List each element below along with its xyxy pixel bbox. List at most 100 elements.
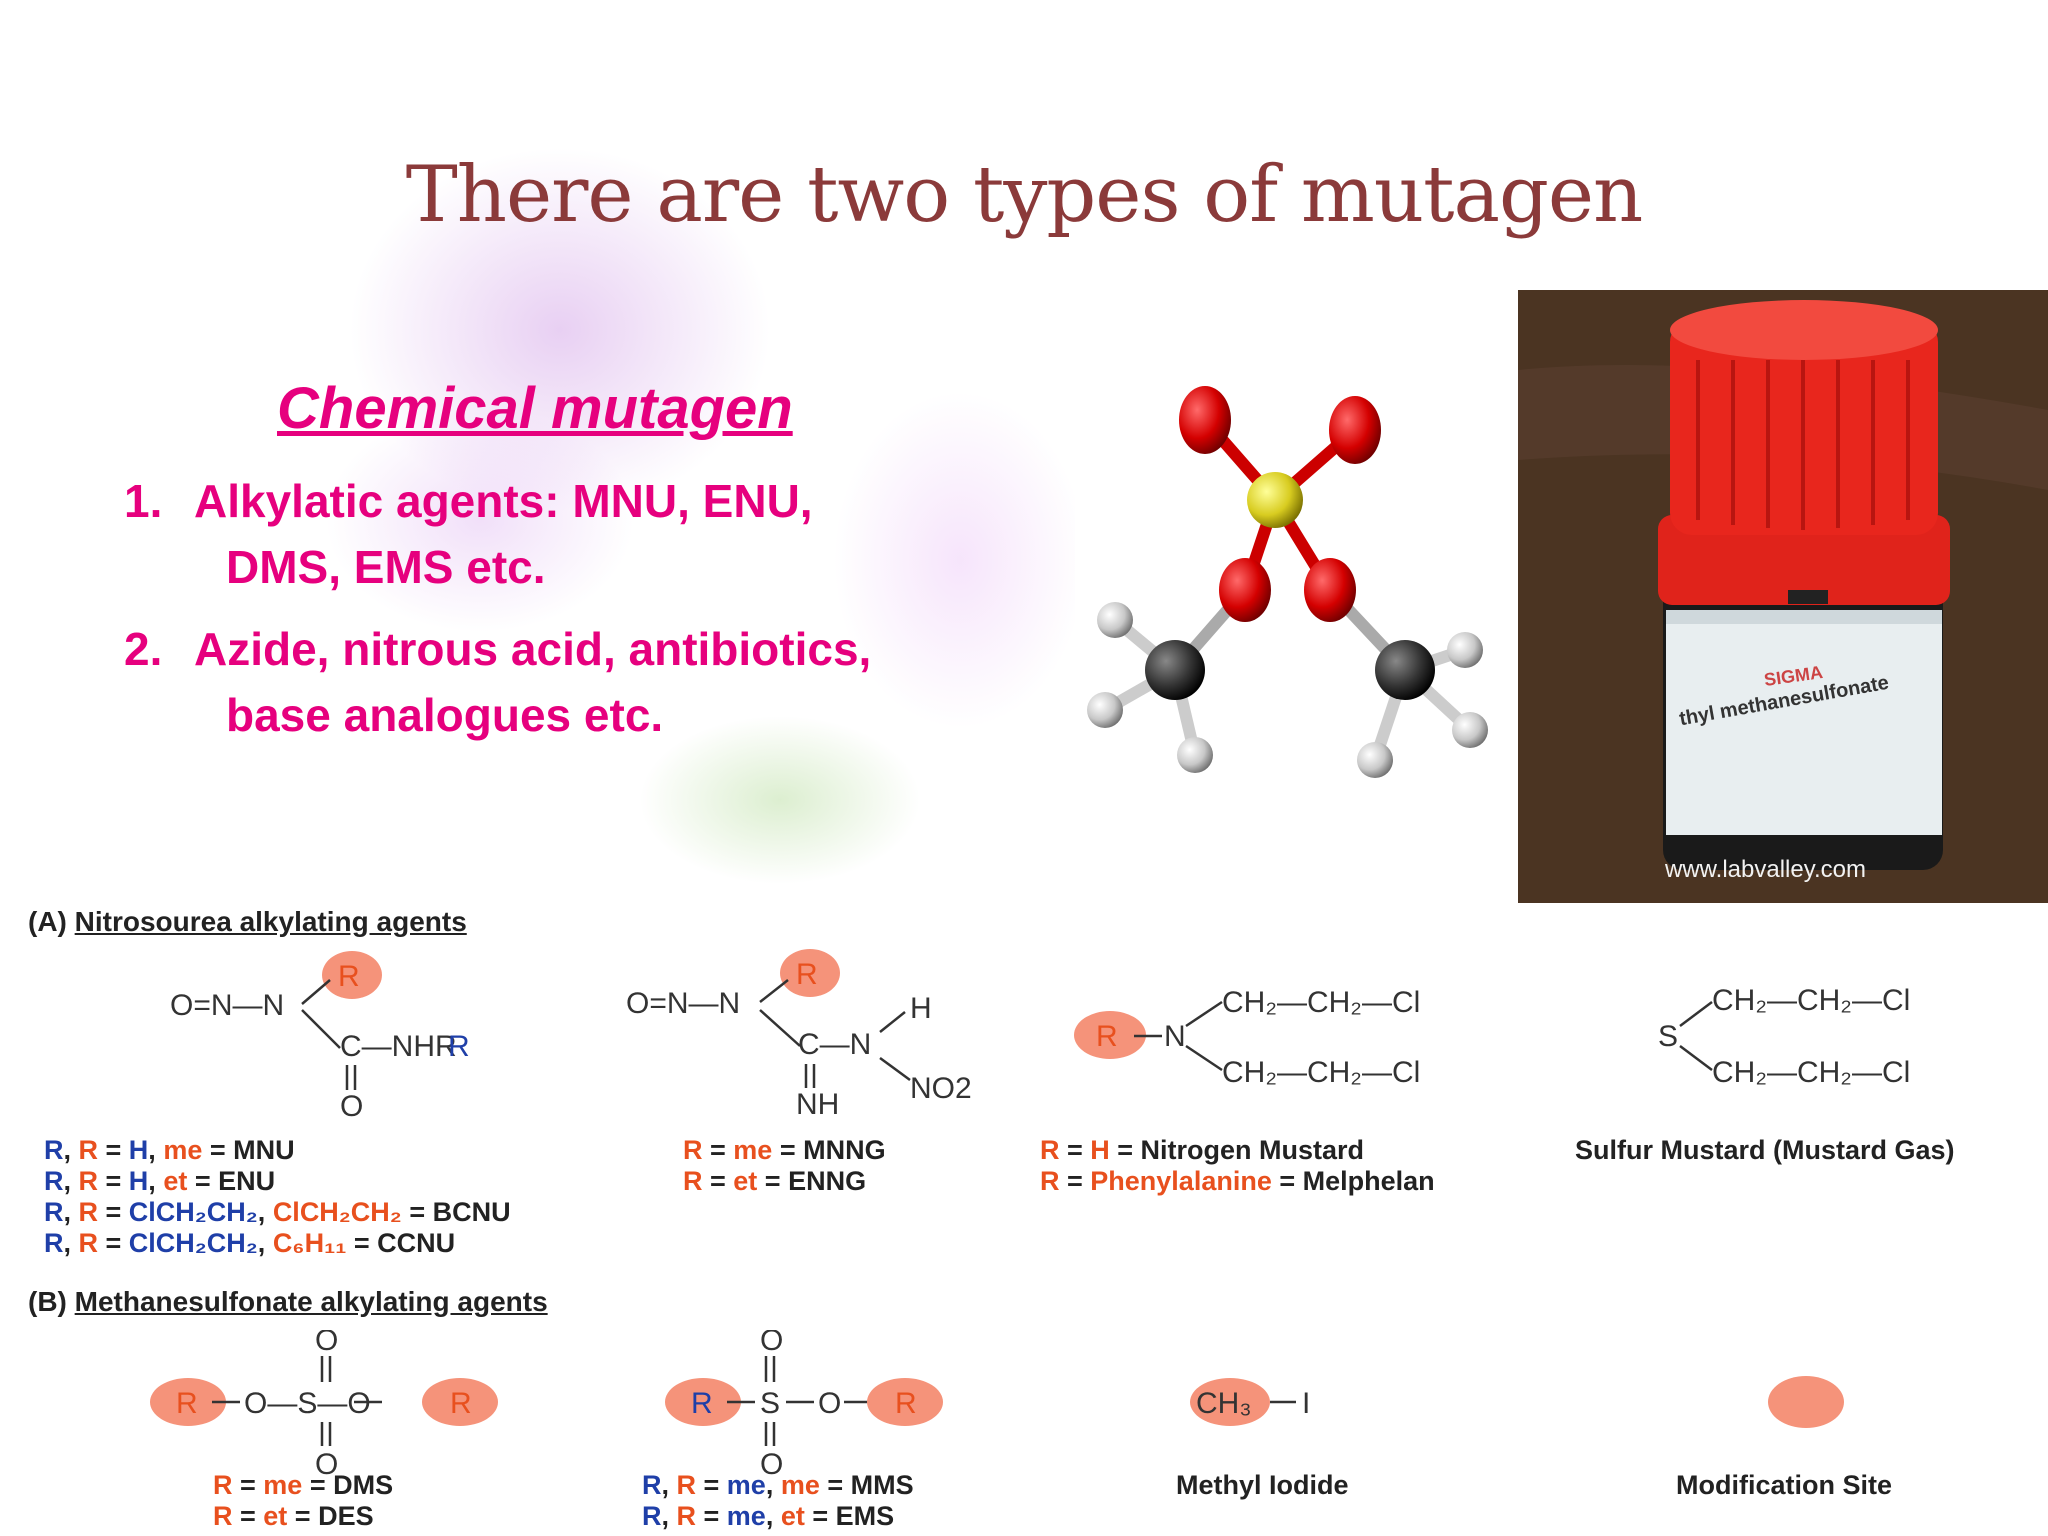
caption-segment: et <box>263 1501 288 1531</box>
caption-segment: R <box>78 1166 99 1196</box>
list-number: 2. <box>124 623 163 675</box>
caption-segment: , <box>661 1470 677 1500</box>
section-a-heading: (A) Nitrosourea alkylating agents <box>28 906 467 938</box>
caption-methyl-iodide: Methyl Iodide <box>1176 1470 1349 1501</box>
modification-site-marker <box>322 951 382 999</box>
caption-line: R = me = DMS <box>213 1470 393 1501</box>
oxygen-label: O <box>760 1448 783 1480</box>
caption-segment: = <box>98 1135 129 1165</box>
caption-segment: Modification Site <box>1676 1470 1892 1500</box>
chloroethyl-chain-label: CH₂—CH₂—Cl <box>1712 984 1910 1017</box>
caption-segment: , <box>765 1501 781 1531</box>
caption-line: R, R = me, et = EMS <box>642 1501 914 1532</box>
guanidine-label: C—N <box>798 1028 871 1061</box>
nitroso-group-label: O=N—N <box>626 987 740 1020</box>
caption-segment: , <box>661 1501 677 1531</box>
oxygen-label: O <box>315 1330 338 1357</box>
modification-site-marker <box>780 949 840 997</box>
methyl-label: CH₃ <box>1196 1387 1252 1420</box>
list-text: Azide, nitrous acid, antibiotics, <box>194 623 872 675</box>
caption-segment: R <box>44 1197 64 1227</box>
caption-segment: ClCH₂CH₂ <box>272 1197 402 1227</box>
carbonyl-amide-label: C—NHR <box>340 1030 457 1063</box>
reagent-bottle-photo: SIGMA thyl methanesulfonate <box>1518 290 2048 903</box>
caption-segment: ClCH₂CH₂ <box>128 1197 258 1227</box>
caption-segment: = <box>98 1228 129 1258</box>
caption-segment: = <box>1059 1166 1091 1196</box>
sulfonate-core-label: O—S—O <box>244 1387 371 1420</box>
caption-segment: , <box>257 1197 273 1227</box>
photo-watermark-url: www.labvalley.com <box>1665 856 1866 883</box>
caption-segment: = DMS <box>302 1470 394 1500</box>
caption-segment: R <box>642 1501 662 1531</box>
caption-segment: R <box>1040 1166 1060 1196</box>
sulfur-label: S <box>760 1387 780 1420</box>
oxygen-label: O <box>340 1090 363 1123</box>
r-group-label: R <box>176 1387 198 1420</box>
chloroethyl-chain-label: CH₂—CH₂—Cl <box>1712 1056 1910 1089</box>
caption-segment: = MNNG <box>772 1135 886 1165</box>
section-b-letter: (B) <box>28 1286 67 1317</box>
modification-site-legend-marker <box>1768 1376 1844 1428</box>
r-group-label: R <box>450 1387 472 1420</box>
caption-segment: H <box>1090 1135 1110 1165</box>
modification-site-marker <box>867 1378 943 1426</box>
caption-segment: , <box>63 1228 79 1258</box>
modification-site-marker <box>1074 1011 1146 1059</box>
caption-segment: , <box>148 1135 164 1165</box>
caption-segment: Phenylalanine <box>1090 1166 1272 1196</box>
bottle-illustration <box>1518 290 2048 903</box>
oxygen-label: O <box>760 1330 783 1357</box>
caption-line: R, R = H, me = MNU <box>44 1135 511 1166</box>
chloroethyl-chain-label: CH₂—CH₂—Cl <box>1222 986 1420 1019</box>
sulfur-label: S <box>1658 1020 1678 1053</box>
modification-site-marker <box>150 1378 226 1426</box>
caption-segment: = Melphelan <box>1271 1166 1435 1196</box>
section-subtitle: Chemical mutagen <box>277 376 793 441</box>
caption-line: Modification Site <box>1676 1470 1892 1501</box>
section-b-heading: (B) Methanesulfonate alkylating agents <box>28 1286 548 1318</box>
caption-segment: = <box>1059 1135 1091 1165</box>
nitrogen-label: N <box>1164 1020 1186 1053</box>
caption-modification-site: Modification Site <box>1676 1470 1892 1501</box>
list-text: Alkylatic agents: MNU, ENU, <box>194 475 813 527</box>
caption-segment: = <box>98 1166 129 1196</box>
caption-segment: = ENU <box>187 1166 276 1196</box>
caption-segment: , <box>63 1135 79 1165</box>
caption-segment: R <box>213 1470 233 1500</box>
caption-line: Sulfur Mustard (Mustard Gas) <box>1575 1135 1955 1166</box>
caption-segment: = <box>696 1501 727 1531</box>
oxygen-label: O <box>818 1387 841 1420</box>
caption-line: Methyl Iodide <box>1176 1470 1349 1501</box>
r-group-label: R <box>1096 1020 1118 1053</box>
caption-segment: = BCNU <box>401 1197 511 1227</box>
nitrosourea-structures: R O=N—N C—NHR R O R O=N—N C—N H NO2 NH R… <box>170 949 1910 1123</box>
caption-segment: R <box>213 1501 233 1531</box>
caption-line: R, R = ClCH₂CH₂, C₆H₁₁ = CCNU <box>44 1228 511 1259</box>
caption-segment: H <box>128 1166 149 1196</box>
caption-line: R, R = H, et = ENU <box>44 1166 511 1197</box>
caption-segment: C₆H₁₁ <box>272 1228 347 1258</box>
caption-segment: = <box>232 1470 264 1500</box>
list-number: 1. <box>124 475 163 527</box>
molecule-model-image <box>1087 386 1488 778</box>
caption-segment: = DES <box>287 1501 374 1531</box>
caption-segment: me <box>263 1470 303 1500</box>
list-item: 1.Alkylatic agents: MNU, ENU, DMS, EMS e… <box>124 468 984 600</box>
caption-segment: et <box>163 1166 188 1196</box>
caption-segment: , <box>148 1166 164 1196</box>
caption-segment: = CCNU <box>346 1228 456 1258</box>
caption-line: R = Phenylalanine = Melphelan <box>1040 1166 1435 1197</box>
caption-segment: R <box>78 1135 99 1165</box>
caption-segment: R <box>683 1166 703 1196</box>
caption-segment: me <box>780 1470 820 1500</box>
nitro-label: NO2 <box>910 1072 972 1105</box>
modification-site-marker <box>1190 1378 1270 1426</box>
caption-segment: me <box>163 1135 203 1165</box>
methanesulfonate-structures: R O—S—O R O O R S O R O O CH₃ I <box>150 1330 1844 1480</box>
nitroso-group-label: O=N—N <box>170 989 284 1022</box>
